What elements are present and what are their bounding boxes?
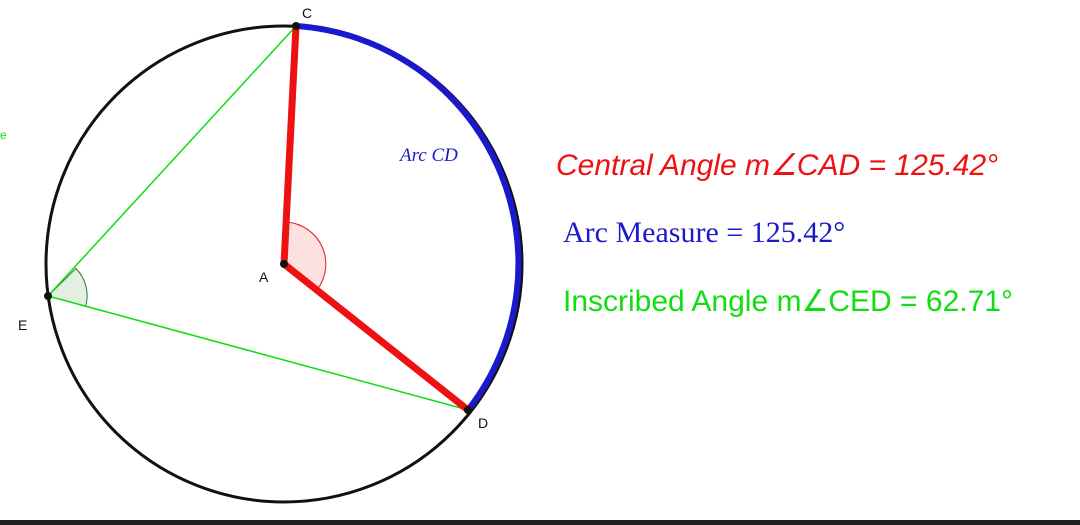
point-label-c: C (302, 5, 312, 21)
arc-measure-label: Arc Measure = (563, 216, 751, 249)
arc-measure: Arc Measure = 125.42° (563, 216, 845, 250)
edge-fragment-label: e (0, 128, 7, 142)
radius-ac[interactable] (280, 22, 300, 268)
inscribed-angle-label: Inscribed Angle m∠CED = (563, 285, 926, 318)
point-label-a: A (259, 269, 269, 285)
chord-ed[interactable] (47, 295, 469, 411)
central-angle-measure: Central Angle m∠CAD = 125.42° (556, 148, 998, 183)
point-c[interactable] (292, 22, 300, 30)
arc-cd-label: Arc CD (398, 145, 458, 166)
circle (44, 24, 524, 504)
point-label-d: D (478, 415, 488, 431)
point-e[interactable] (44, 292, 52, 300)
central-angle-value: 125.42° (894, 149, 999, 182)
point-label-e: E (18, 317, 27, 333)
bottom-divider (0, 520, 1080, 525)
inscribed-angle-value: 62.71° (925, 285, 1013, 318)
inscribed-angle-measure: Inscribed Angle m∠CED = 62.71° (563, 284, 1013, 319)
point-a[interactable] (280, 260, 288, 268)
central-angle-label: Central Angle m∠CAD = (556, 149, 895, 182)
arc-measure-value: 125.42° (750, 216, 846, 249)
point-d[interactable] (464, 406, 472, 414)
chord-ec[interactable] (47, 25, 297, 297)
arc-cd[interactable] (295, 23, 522, 412)
central-angle-marker (283, 221, 327, 291)
radius-ad[interactable] (280, 260, 472, 414)
